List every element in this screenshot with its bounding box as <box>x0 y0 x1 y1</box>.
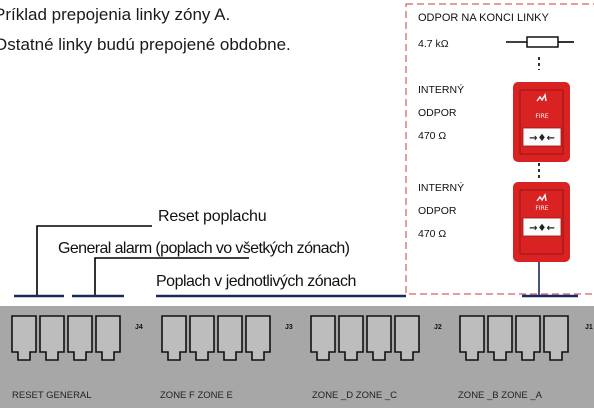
reset-label: Reset poplachu <box>158 208 267 225</box>
connector-j1-caption: ZONE _B ZONE _A <box>458 390 542 401</box>
connector-j4-label: J4 <box>135 324 143 331</box>
terminal-j3-1 <box>161 315 187 361</box>
terminal-j1-4 <box>543 315 569 361</box>
terminal-j3-3 <box>217 315 243 361</box>
intro-line-1: Príklad prepojenia linky zóny A. <box>0 5 231 24</box>
intro-line-2: Ostatné linky budú prepojené obdobne. <box>0 35 291 54</box>
connector-j3-label: J3 <box>285 324 293 331</box>
end-of-line-title: ODPOR NA KONCI LINKY <box>418 12 549 24</box>
terminal-j4-4 <box>95 315 121 361</box>
terminal-j4-3 <box>67 315 93 361</box>
manual-call-point-1: →♦← FIRE <box>513 82 570 162</box>
end-of-line-resistor <box>506 36 574 48</box>
terminal-j2-3 <box>366 315 392 361</box>
end-resistor-value: 4.7 kΩ <box>418 38 449 50</box>
terminal-j1-1 <box>459 315 485 361</box>
connector-j4-caption: RESET GENERAL <box>12 390 92 401</box>
reset-leader-line <box>36 225 152 296</box>
terminal-j4-2 <box>39 315 65 361</box>
general-alarm-label: General alarm (poplach vo všetkých zónac… <box>58 240 350 257</box>
zone-alarm-label: Poplach v jednotlivých zónach <box>156 273 356 290</box>
connector-j3-caption: ZONE F ZONE E <box>160 390 233 401</box>
call-point-1-line2: ODPOR <box>418 107 457 119</box>
general-leader-line <box>94 257 249 296</box>
call-point-2-line1: INTERNÝ <box>418 182 465 194</box>
terminal-j1-2 <box>487 315 513 361</box>
svg-text:→♦←: →♦← <box>529 223 555 234</box>
terminal-j1-3 <box>515 315 541 361</box>
terminal-j2-2 <box>338 315 364 361</box>
terminal-j3-4 <box>245 315 271 361</box>
svg-text:→♦←: →♦← <box>529 133 555 144</box>
call-point-1-value: 470 Ω <box>418 130 447 142</box>
connector-j1-label: J1 <box>585 324 593 331</box>
manual-call-point-2: →♦← FIRE <box>513 182 570 262</box>
svg-text:FIRE: FIRE <box>535 113 548 120</box>
call-point-2-line2: ODPOR <box>418 205 457 217</box>
call-point-1-line1: INTERNÝ <box>418 84 465 96</box>
terminal-j2-4 <box>394 315 420 361</box>
svg-text:FIRE: FIRE <box>535 205 548 212</box>
call-point-2-value: 470 Ω <box>418 228 447 240</box>
connector-j2-caption: ZONE _D ZONE _C <box>312 390 397 401</box>
terminal-j3-2 <box>189 315 215 361</box>
terminal-j2-1 <box>310 315 336 361</box>
terminal-j4-1 <box>11 315 37 361</box>
connector-j2-label: J2 <box>434 324 442 331</box>
zone-line-boundary <box>405 3 594 295</box>
